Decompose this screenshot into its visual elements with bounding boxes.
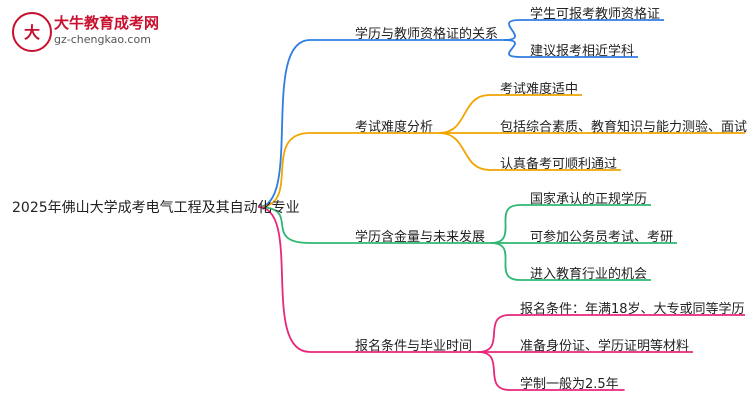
branch-topic: 学历含金量与未来发展 bbox=[355, 230, 486, 245]
leaf-topic: 认真备考可顺利通过 bbox=[500, 157, 618, 172]
child-connector bbox=[438, 132, 491, 171]
child-connector bbox=[503, 39, 521, 58]
branch-connector bbox=[257, 132, 311, 208]
child-connector bbox=[477, 314, 511, 353]
branch-connector bbox=[257, 206, 311, 353]
leaf-topic: 进入教育行业的机会 bbox=[530, 267, 648, 282]
child-connector bbox=[503, 19, 521, 41]
branch-topic: 学历与教师资格证的关系 bbox=[355, 27, 499, 42]
branch-connector bbox=[257, 39, 311, 208]
child-connector bbox=[490, 204, 521, 244]
logo-url: gz-chengkao.com bbox=[54, 33, 151, 46]
leaf-topic: 学制一般为2.5年 bbox=[520, 377, 619, 392]
leaf-topic: 准备身份证、学历证明等材料 bbox=[520, 339, 690, 354]
child-connector bbox=[490, 242, 521, 281]
child-connector bbox=[438, 94, 491, 134]
site-logo: 大 大牛教育成考网 gz-chengkao.com bbox=[8, 8, 168, 54]
leaf-topic: 国家承认的正规学历 bbox=[530, 192, 648, 207]
leaf-topic: 报名条件：年满18岁、大专或同等学历 bbox=[520, 302, 745, 317]
branch-connector bbox=[257, 206, 311, 244]
branch-topic: 报名条件与毕业时间 bbox=[355, 339, 473, 354]
branch-topic: 考试难度分析 bbox=[355, 120, 434, 135]
child-connector bbox=[477, 351, 511, 391]
leaf-topic: 包括综合素质、教育知识与能力测验、面试 bbox=[500, 120, 748, 135]
svg-text:大: 大 bbox=[24, 23, 40, 42]
leaf-topic: 建议报考相近学科 bbox=[530, 44, 635, 59]
logo-title: 大牛教育成考网 bbox=[54, 14, 160, 32]
leaf-topic: 考试难度适中 bbox=[500, 82, 579, 97]
logo-badge-icon: 大 bbox=[12, 12, 52, 52]
root-topic: 2025年佛山大学成考电气工程及其自动化专业 bbox=[12, 200, 300, 216]
leaf-topic: 学生可报考教师资格证 bbox=[530, 7, 661, 22]
leaf-topic: 可参加公务员考试、考研 bbox=[530, 230, 674, 245]
